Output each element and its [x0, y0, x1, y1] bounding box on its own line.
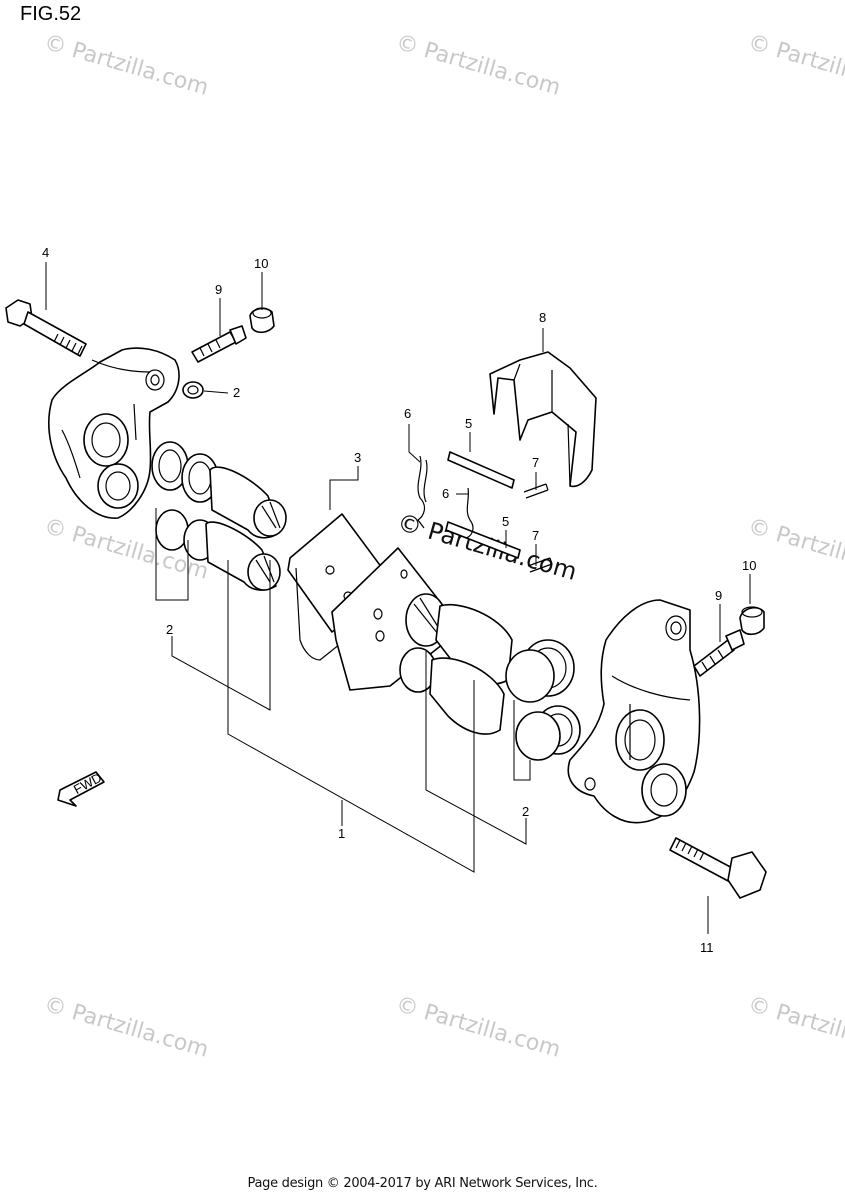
callout-3: 3 — [354, 450, 361, 465]
callout-10: 10 — [254, 256, 268, 271]
callout-2: 2 — [233, 385, 240, 400]
callout-9: 9 — [715, 588, 722, 603]
callout-1: 1 — [338, 826, 345, 841]
pad-clip-lower[interactable] — [465, 487, 474, 539]
callout-5: 5 — [465, 416, 472, 431]
callout-9: 9 — [215, 282, 222, 297]
bleeder-cap-left[interactable] — [249, 307, 275, 334]
pad-clip-upper[interactable] — [417, 455, 428, 529]
pad-pin-lower[interactable] — [445, 521, 521, 559]
bleeder-valve-right[interactable] — [693, 629, 745, 677]
callout-4: 4 — [42, 245, 49, 260]
callout-7: 7 — [532, 455, 539, 470]
piston-left[interactable] — [205, 466, 287, 591]
caliper-body-left[interactable] — [48, 347, 180, 519]
callout-10: 10 — [742, 558, 756, 573]
pad-pin-upper[interactable] — [447, 451, 515, 489]
callout-11: 11 — [700, 940, 714, 955]
pad-spring[interactable] — [489, 351, 597, 488]
cotter-pin-lower[interactable] — [527, 557, 553, 573]
figure-title: FIG.52 — [20, 3, 82, 25]
piston-right[interactable] — [399, 593, 513, 735]
page-footer: Page design © 2004-2017 by ARI Network S… — [247, 1176, 598, 1191]
piston-seal-set-right[interactable] — [505, 639, 581, 761]
caliper-bolt-right[interactable] — [669, 837, 767, 899]
o-ring-left-small[interactable] — [182, 381, 204, 399]
bleeder-valve-left[interactable] — [191, 325, 247, 363]
callout-8: 8 — [539, 310, 546, 325]
caliper-bolt-left[interactable] — [5, 299, 87, 357]
cotter-pin-upper[interactable] — [523, 483, 549, 499]
forward-arrow-icon: FWD — [57, 770, 105, 807]
fwd-label: FWD — [71, 770, 104, 797]
piston-seal-set-left[interactable] — [151, 441, 219, 561]
callout-6: 6 — [442, 486, 449, 501]
callout-6: 6 — [404, 406, 411, 421]
callout-2: 2 — [522, 804, 529, 819]
bleeder-cap-right[interactable] — [739, 606, 765, 636]
caliper-body-right[interactable] — [567, 599, 701, 824]
callout-7: 7 — [532, 528, 539, 543]
callout-2: 2 — [166, 622, 173, 637]
callout-5: 5 — [502, 514, 509, 529]
leader-lines — [45, 262, 751, 934]
